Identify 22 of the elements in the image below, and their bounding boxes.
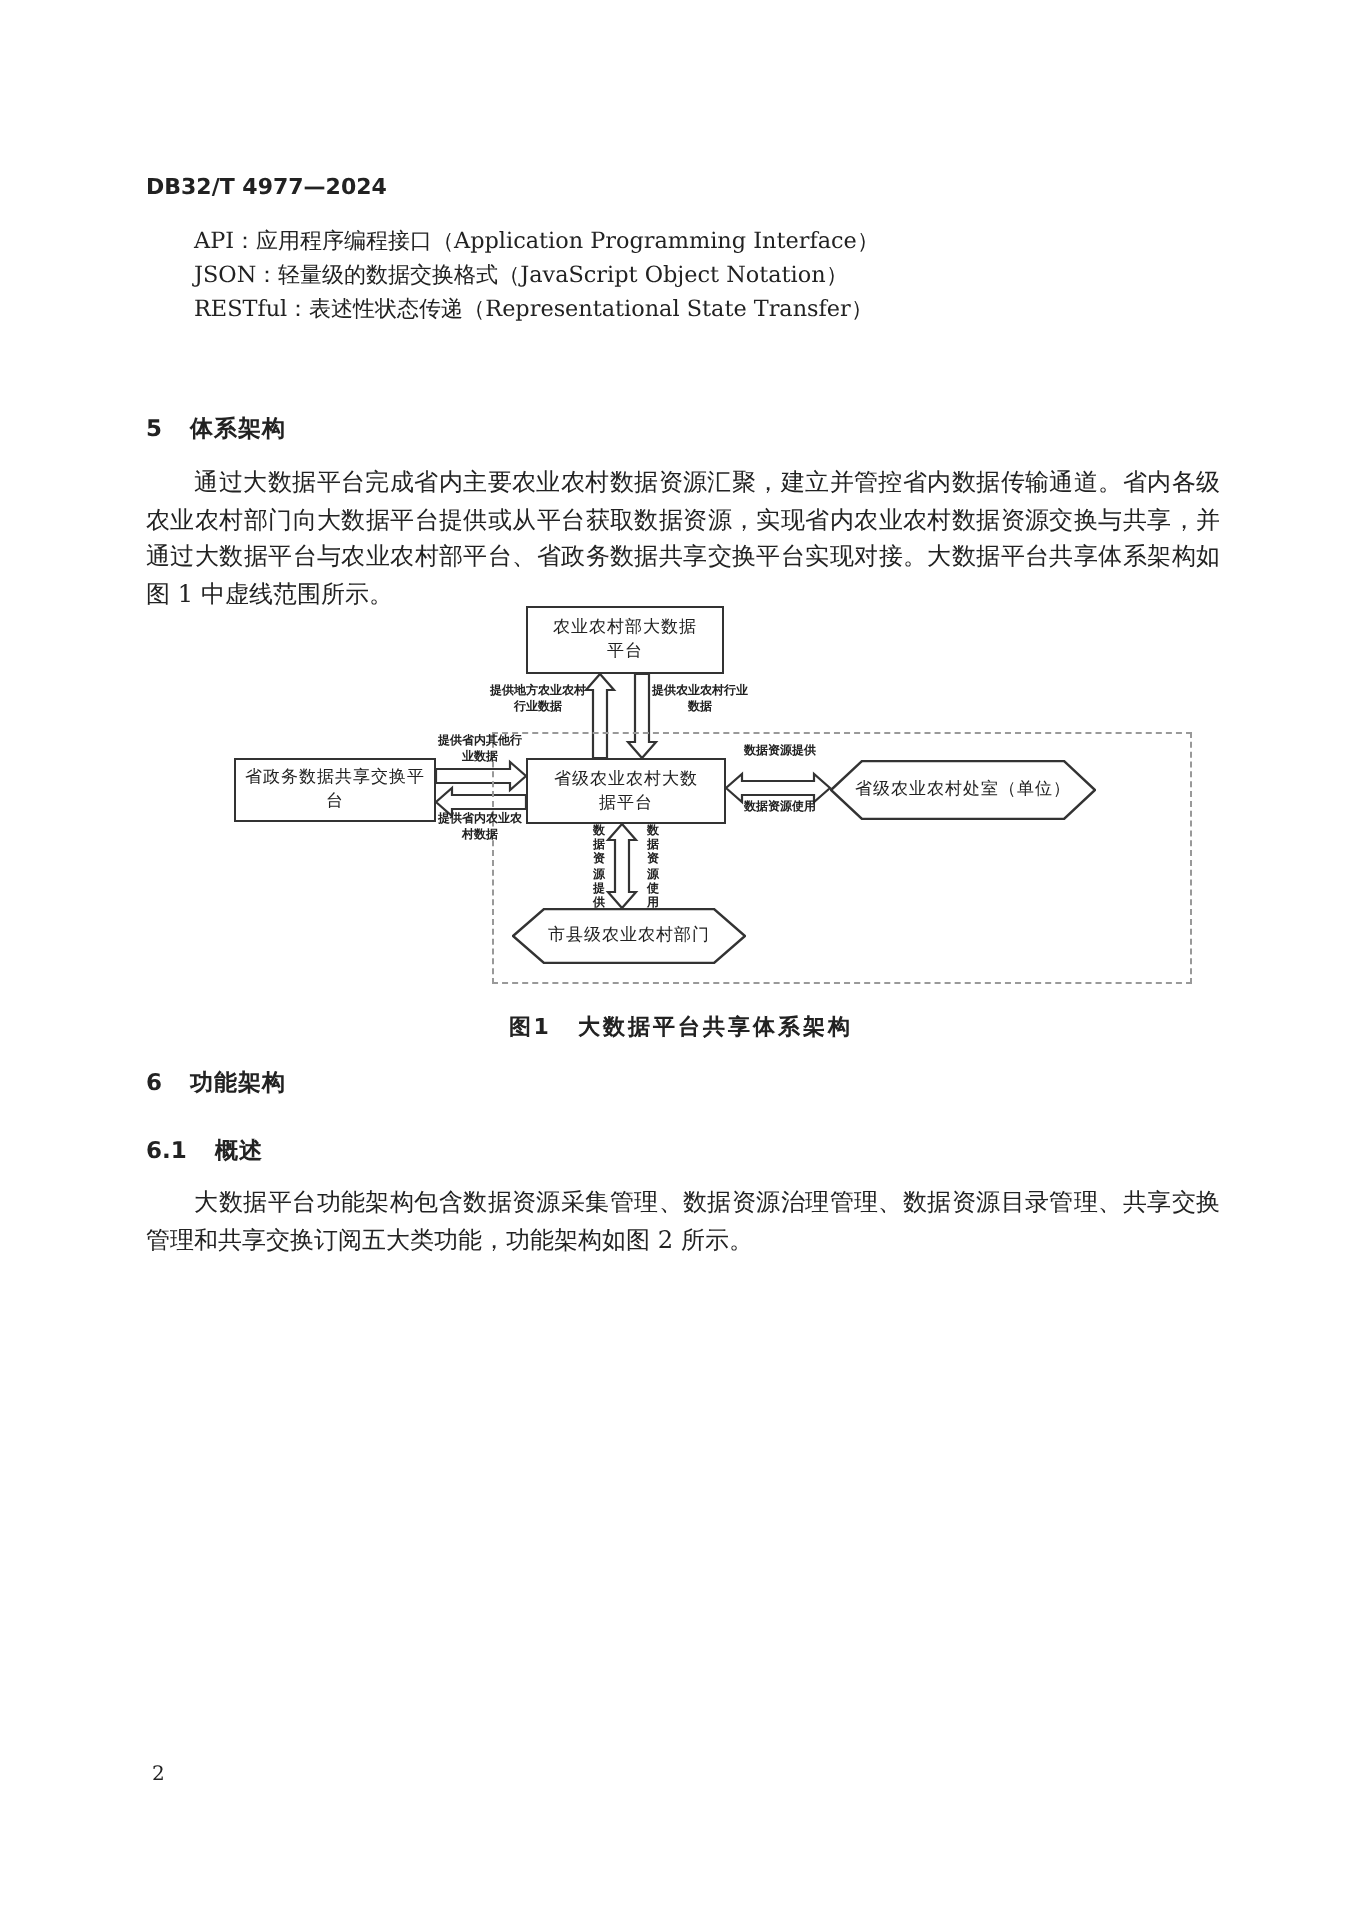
block-arrow xyxy=(434,785,528,819)
document-code: DB32/T 4977—2024 xyxy=(146,172,389,204)
section-heading: 5 体系架构 xyxy=(146,412,289,444)
hexagon-node: 市县级农业农村部门 xyxy=(512,908,746,964)
figure-caption: 图1 大数据平台共享体系架构 xyxy=(506,1012,856,1042)
platform-box: 省级农业农村大数据平台 xyxy=(526,758,726,824)
platform-box: 农业农村部大数据平台 xyxy=(526,606,724,674)
definition-text: API：应用程序编程接口（Application Programming Interface） xyxy=(194,226,881,258)
definition-text: RESTful：表述性状态传递（Representational State Transfer） xyxy=(194,294,875,326)
block-arrow xyxy=(605,822,639,910)
section-heading: 6.1 概述 xyxy=(146,1134,265,1166)
block-arrow xyxy=(583,672,617,760)
page-number: 2 xyxy=(152,1762,167,1790)
definition-text: JSON：轻量级的数据交换格式（JavaScript Object Notation） xyxy=(194,260,850,292)
body-paragraph: 大数据平台功能架构包含数据资源采集管理、数据资源治理管理、数据资源目录管理、共享交换管理和共享交换订阅五大类功能，功能架构如图 2 所示。 xyxy=(146,1186,1220,1258)
block-arrow xyxy=(724,771,832,805)
platform-box: 省政务数据共享交换平台 xyxy=(234,758,436,822)
section-heading: 6 功能架构 xyxy=(146,1066,289,1098)
body-paragraph: 通过大数据平台完成省内主要农业农村数据资源汇聚，建立并管控省内数据传输通道。省内各级农业农村部门向大数据平台提供或从平台获取数据资源，实现省内农业农村数据资源交换与共享，并通过大数据平台与农业农村部平台、省政务数据共享交换平台实现对接。大数据平台共享体系架构如图 1 中虚线范围所示。 xyxy=(146,466,1220,612)
block-arrow xyxy=(625,672,659,760)
block-arrow xyxy=(434,759,528,793)
hexagon-node: 省级农业农村处室（单位） xyxy=(830,760,1096,820)
